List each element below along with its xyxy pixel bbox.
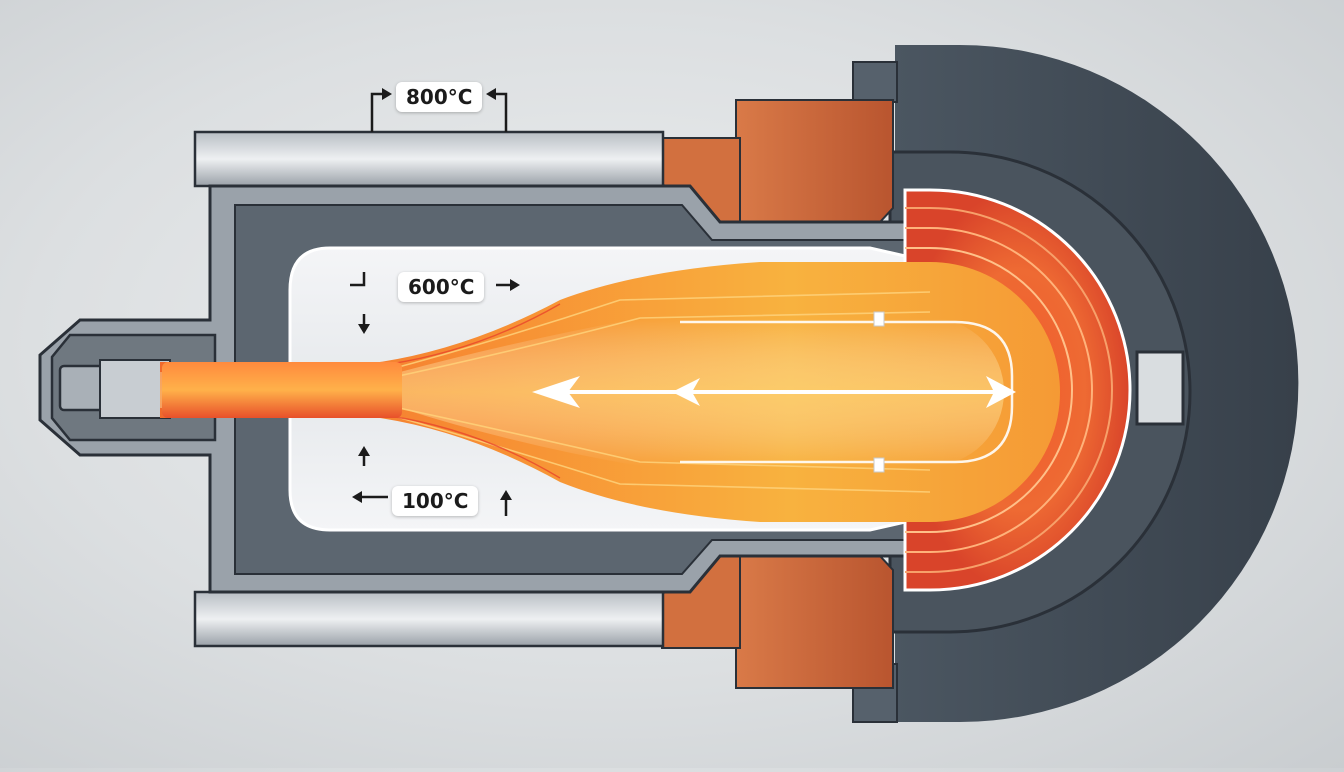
arrow-100-up2-icon [500, 490, 512, 500]
inner-tube-cap-bottom [873, 457, 885, 473]
side-clamp [1135, 350, 1185, 426]
arrow-800-left-icon [382, 88, 392, 100]
arrow-800-right-icon [486, 88, 496, 100]
arrow-100-left-icon [352, 491, 362, 503]
arrow-100-up-icon [358, 446, 370, 456]
arrow-600-down-icon [358, 324, 370, 334]
temp-label-800: 800°C [396, 82, 483, 112]
temp-label-100: 100°C [392, 486, 479, 516]
temp-label-600: 600°C [398, 272, 485, 302]
heating-rod [162, 362, 402, 418]
arrow-600-right-icon [510, 279, 520, 291]
flame-streaks-red [389, 303, 561, 479]
white-double-arrow-icon [532, 376, 1016, 408]
hot-dome-arc-2 [905, 227, 1093, 553]
nozzle-tip [58, 364, 106, 412]
hot-dome-arc-3 [905, 247, 1073, 533]
flame-streaks [379, 291, 931, 493]
copper-ring-top [735, 99, 894, 223]
hot-dome-arc-1 [905, 207, 1113, 573]
bracket-800-icon [370, 92, 508, 132]
nozzle-rod-base [99, 359, 171, 419]
copper-ring-bottom [735, 555, 894, 689]
housing-plate-bottom [193, 590, 665, 648]
inner-tube-cap-top [873, 311, 885, 327]
housing-plate-top [193, 130, 665, 188]
shell-flange-top [852, 61, 898, 103]
